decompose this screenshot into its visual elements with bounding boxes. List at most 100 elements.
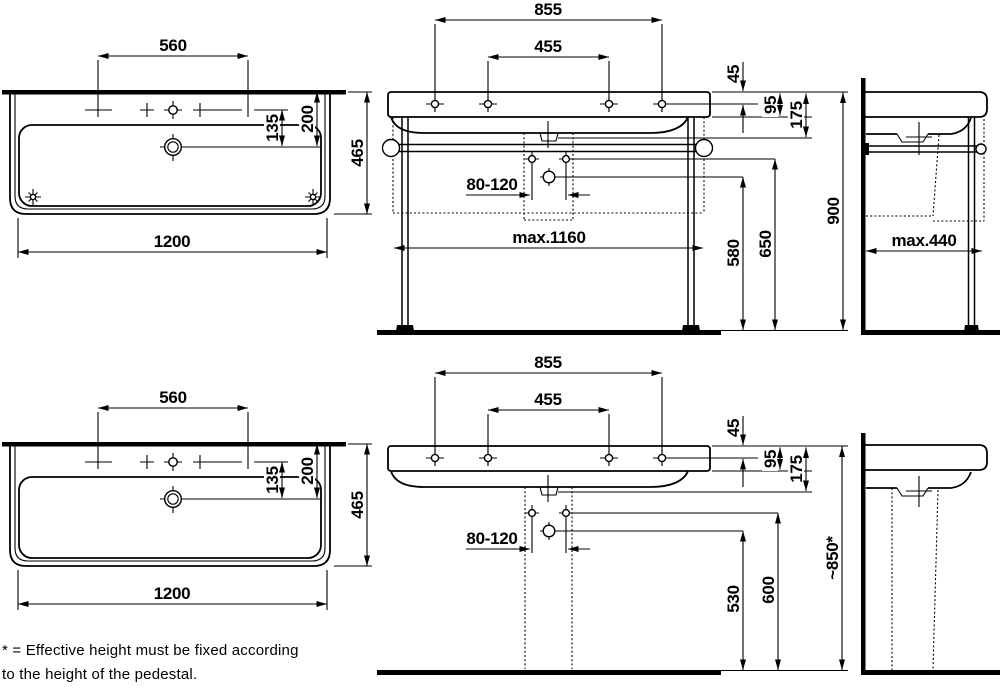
footnote: * = Effective height must be fixed accor…: [2, 642, 299, 683]
label-mask: [299, 104, 315, 135]
fixing-hole-symbol-right: [305, 189, 321, 205]
center-tap-hole: [168, 105, 178, 115]
front-view-pedestal-version: 855 455 80-120 45 95 175 ~850* 600: [377, 353, 848, 675]
basin-rim: [14, 446, 326, 562]
dim-175: 175: [787, 455, 806, 482]
outlet: [539, 475, 812, 502]
dim-855: 855: [534, 0, 561, 19]
ext-lines-560: [97, 412, 249, 469]
dim-175: 175: [787, 101, 806, 128]
dim-135: 135: [263, 114, 282, 141]
tap-hole: [604, 99, 614, 109]
dim-580: 580: [724, 239, 743, 266]
rail-bracket: [864, 143, 869, 155]
tap-hole-marks: [85, 453, 288, 471]
dim-200: 200: [298, 457, 317, 484]
dim-455: 455: [534, 390, 561, 409]
dim-855: 855: [534, 353, 561, 372]
dim-80-120: 80-120: [466, 529, 517, 548]
floor-side: [861, 330, 1000, 335]
side-view-pedestal-version: [861, 433, 1000, 675]
dim-900: 900: [824, 197, 843, 224]
back-edge: [2, 442, 346, 447]
floor-side: [861, 670, 1000, 675]
label-mask: [264, 114, 280, 143]
basin-outline: [9, 446, 331, 567]
tap-hole: [430, 99, 440, 109]
pedestal-hidden-outline: [524, 487, 573, 669]
dim-max1160: max.1160: [512, 228, 585, 247]
drain-hole: [163, 489, 182, 508]
footnote-line-1: * = Effective height must be fixed accor…: [2, 642, 299, 659]
dim-600: 600: [759, 576, 778, 603]
footnote-line-2: to the height of the pedestal.: [2, 666, 197, 683]
plan-view-pedestal-version: 560 135 200 465 1200: [2, 388, 372, 610]
dim-45: 45: [724, 419, 743, 437]
tap-hole: [430, 453, 440, 463]
basin-bowl: [18, 124, 322, 207]
ref-lines: [558, 512, 778, 532]
waste-connection: [542, 524, 556, 538]
dim-135: 135: [263, 466, 282, 493]
tap-hole: [657, 453, 667, 463]
frame-legs: [401, 117, 695, 330]
basin-side: [865, 91, 988, 118]
floor: [377, 330, 721, 335]
dim-200: 200: [298, 105, 317, 132]
waste-connection: [542, 170, 556, 184]
tap-hole-centerlines: [426, 96, 758, 112]
dim-560: 560: [159, 36, 186, 55]
back-edge: [2, 90, 346, 95]
tap-hole: [657, 99, 667, 109]
basin-outline: [9, 94, 331, 215]
outlet: [539, 121, 812, 148]
rail-end: [694, 138, 714, 158]
label-mask: [788, 100, 804, 131]
bowl-underside-side: [866, 117, 972, 135]
dim-560: 560: [159, 388, 186, 407]
dim-530: 530: [724, 585, 743, 612]
dim-455: 455: [534, 37, 561, 56]
frame-leg-side: [967, 117, 976, 327]
floor: [377, 670, 721, 675]
label-mask: [762, 94, 778, 117]
tap-hole: [604, 453, 614, 463]
front-view-frame-version: 855 455 80-120 max.1160 45 95: [377, 0, 848, 335]
plan-view-frame-version: 560 135 200 465 1200: [2, 36, 372, 258]
tap-hole: [483, 453, 493, 463]
ext-lines-560: [97, 60, 249, 117]
dim-45: 45: [724, 65, 743, 83]
towel-rail: [391, 143, 704, 153]
label-mask: [788, 454, 804, 485]
label-mask: [762, 448, 778, 471]
fixing-hole-symbol-left: [25, 189, 41, 205]
basin-bowl: [18, 476, 322, 559]
bowl-underside: [390, 116, 689, 134]
label-mask: [299, 456, 315, 487]
dim-1200: 1200: [154, 584, 191, 603]
dim-465: 465: [348, 491, 367, 518]
dim-1200: 1200: [154, 232, 191, 251]
outlet-side: [896, 122, 932, 155]
drain-centerlines: [160, 486, 322, 513]
bowl-underside: [390, 470, 689, 488]
wall: [861, 433, 866, 674]
wall: [861, 78, 866, 334]
ref-lines: [558, 158, 775, 178]
rail-end: [381, 138, 401, 158]
hidden-lines: [392, 117, 705, 221]
outlet-side: [896, 476, 932, 507]
towel-rail-side: [868, 145, 980, 153]
label-mask: [264, 466, 280, 495]
side-view-frame-version: max.440: [861, 78, 1000, 335]
tap-hole-marks: [85, 101, 288, 119]
rail-end-cap: [975, 143, 987, 155]
dim-650: 650: [756, 230, 775, 257]
tap-hole-centerlines: [426, 450, 758, 466]
dim-850: ~850*: [823, 536, 842, 580]
basin-side: [865, 444, 988, 471]
drain-hole: [163, 137, 182, 156]
center-tap-hole: [168, 457, 178, 467]
